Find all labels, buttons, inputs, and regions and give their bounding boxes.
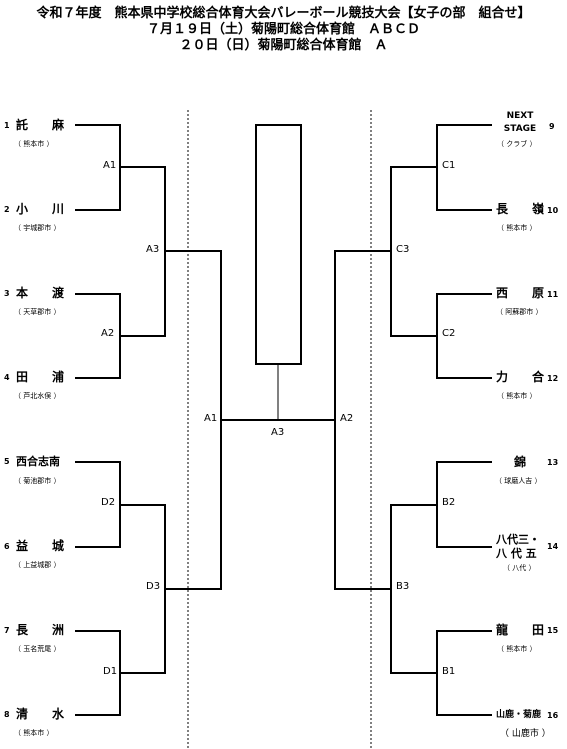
seed-number: 11	[547, 290, 559, 299]
team-city: （ 山鹿市 ）	[500, 729, 551, 739]
team-name-line2: STAGE	[503, 124, 537, 134]
team-name: 錦	[514, 455, 533, 469]
team-city: （ 芦北水俣 ）	[14, 392, 61, 400]
seed-number: 16	[547, 711, 559, 720]
team-city: （ 阿蘇郡市 ）	[496, 308, 543, 316]
team-city: （ 球磨人吉 ）	[495, 477, 542, 485]
seed-number: 6	[4, 542, 10, 551]
seed-number: 1	[4, 121, 10, 130]
team-city: （ 宇城郡市 ）	[14, 224, 61, 232]
match-label-c1: C1	[442, 160, 456, 171]
match-label-b3: B3	[396, 581, 410, 592]
team-name: 小 川	[16, 202, 71, 216]
team-city: （ 菊池郡市 ）	[14, 477, 61, 485]
team-name: 長 嶺	[496, 202, 551, 216]
seed-number: 8	[4, 710, 10, 719]
team-city: （ 玉名荒尾 ）	[14, 645, 61, 653]
match-label-a3: A3	[146, 244, 160, 255]
seed-number: 9	[549, 122, 555, 131]
team-name: 龍 田	[496, 623, 551, 637]
seed-number: 14	[547, 542, 559, 551]
seed-number: 10	[547, 206, 559, 215]
seed-number: 5	[4, 457, 10, 466]
match-label-final: A3	[271, 427, 285, 438]
team-name: 長 洲	[16, 623, 71, 637]
match-label-a1: A1	[103, 160, 117, 171]
team-city: （ 上益城郡 ）	[14, 561, 61, 569]
match-label-c2: C2	[442, 328, 456, 339]
match-label-right-r3: A2	[340, 413, 354, 424]
match-label-c3: C3	[396, 244, 410, 255]
team-city: （ 熊本市 ）	[14, 729, 54, 737]
match-label-left-r3: A1	[204, 413, 218, 424]
match-label-a2: A2	[101, 328, 115, 339]
seed-number: 3	[4, 289, 10, 298]
team-city: （ 熊本市 ）	[497, 392, 537, 400]
team-name-line1: NEXT	[506, 111, 534, 121]
team-name: 託 麻	[16, 118, 71, 132]
match-label-d3: D3	[146, 581, 161, 592]
match-label-b1: B1	[442, 666, 456, 677]
team-name: 西 原	[496, 286, 551, 300]
match-label-d1: D1	[103, 666, 118, 677]
team-city: （ 熊本市 ）	[497, 645, 537, 653]
seed-number: 13	[547, 458, 559, 467]
team-name: 山鹿・菊鹿	[496, 710, 542, 720]
team-name: 清 水	[16, 707, 71, 721]
team-city: （ 熊本市 ）	[14, 140, 54, 148]
team-name: 益 城	[16, 539, 71, 553]
match-label-b2: B2	[442, 497, 456, 508]
seed-number: 12	[547, 374, 559, 383]
team-name: 田 浦	[16, 370, 71, 384]
team-name: 本 渡	[16, 286, 71, 300]
seed-number: 4	[4, 373, 10, 382]
tournament-title: 令和７年度 熊本県中学校総合体育大会バレーボール競技大会【女子の部 組合せ】	[36, 6, 531, 21]
team-name: 西合志南	[16, 455, 60, 468]
team-city: （ 熊本市 ）	[497, 224, 537, 232]
day1-venue: ７月１９日（土）菊陽町総合体育館 ＡＢＣＤ	[146, 22, 420, 37]
day2-venue: ２０日（日）菊陽町総合体育館 Ａ	[179, 38, 388, 53]
team-name-line1: 八代三・	[496, 533, 540, 546]
team-name: 力 合	[496, 370, 551, 384]
team-city: （ 八代 ）	[503, 564, 536, 572]
champion-box	[255, 124, 302, 365]
team-city: （ クラブ ）	[497, 140, 537, 148]
match-label-d2: D2	[101, 497, 116, 508]
seed-number: 15	[547, 626, 559, 635]
team-city: （ 天草郡市 ）	[14, 308, 61, 316]
team-name-line2: 八 代 五	[496, 547, 537, 560]
seed-number: 2	[4, 205, 10, 214]
seed-number: 7	[4, 626, 10, 635]
